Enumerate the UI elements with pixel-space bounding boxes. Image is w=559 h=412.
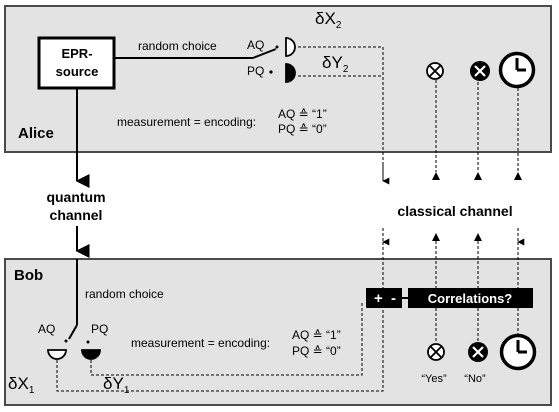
bob-otimes-icon — [427, 343, 445, 361]
alice-encoding-label: measurement = encoding: — [117, 115, 256, 129]
quantum-channel-line1: quantum — [46, 189, 105, 205]
alice-pq-label: PQ — [247, 64, 264, 78]
alice-switch-contact-pq — [269, 70, 273, 74]
correlations-label: Correlations? — [428, 291, 513, 306]
bob-switch-contact-pq — [86, 340, 90, 344]
alice-clock-icon — [498, 51, 536, 89]
classical-arrow-low-up-1-head — [432, 233, 440, 241]
bob-switch — [68, 324, 78, 340]
bob-pq-detector-icon — [81, 349, 101, 360]
correlations-box — [408, 288, 533, 308]
bob-panel — [4, 258, 552, 406]
bob-dx-label: δX1 — [8, 374, 35, 396]
bob-aq-detector-icon — [47, 349, 67, 360]
alice-switch-contact-aq — [275, 45, 279, 49]
alice-encoding-aq: AQ ≙ “1” — [278, 107, 327, 121]
classical-arrow-up-1-head — [432, 172, 440, 180]
epr-source-line2: source — [56, 64, 99, 79]
alice-label: Alice — [18, 125, 54, 142]
bob-encoding-label: measurement = encoding: — [131, 336, 270, 350]
classical-arrow-up-3-head — [514, 172, 522, 180]
alice-filled-x-icon — [470, 61, 490, 81]
bob-encoding-aq: AQ ≙ “1” — [292, 328, 341, 342]
bob-pq-label: PQ — [91, 322, 108, 336]
minus-sign: - — [391, 290, 396, 307]
alice-random-choice: random choice — [138, 39, 217, 53]
alice-otimes-icon — [426, 62, 444, 80]
bob-random-choice: random choice — [85, 287, 164, 301]
no-label: “No” — [464, 373, 486, 385]
quantum-channel-line2: channel — [50, 207, 103, 223]
yes-label: “Yes” — [421, 373, 447, 385]
bob-aq-signal — [56, 301, 384, 392]
classical-arrow-low-up-2-head — [474, 233, 482, 241]
alice-encoding-pq: PQ ≙ “0” — [278, 122, 327, 136]
classical-arrow-up-2-head — [474, 172, 482, 180]
bob-filled-x-icon — [468, 342, 488, 362]
alice-dy-label: δY2 — [322, 53, 349, 75]
plus-sign: + — [374, 290, 383, 307]
alice-aq-signal — [298, 46, 384, 182]
bob-clock-icon — [499, 333, 537, 371]
bob-pq-signal — [90, 301, 363, 376]
alice-dx-label: δX2 — [315, 9, 342, 31]
classical-channel-label: classical channel — [397, 203, 512, 219]
alice-aq-label: AQ — [247, 38, 264, 52]
bob-switch-contact-aq — [64, 339, 68, 343]
alice-pq-detector-icon — [285, 63, 296, 83]
bob-label: Bob — [14, 267, 43, 284]
bob-aq-label: AQ — [38, 322, 55, 336]
plus-minus-box — [366, 288, 402, 308]
epr-source-line1: EPR- — [61, 46, 92, 61]
alice-switch — [252, 48, 277, 59]
bob-encoding-pq: PQ ≙ “0” — [292, 344, 341, 358]
alice-aq-detector-icon — [285, 37, 296, 57]
